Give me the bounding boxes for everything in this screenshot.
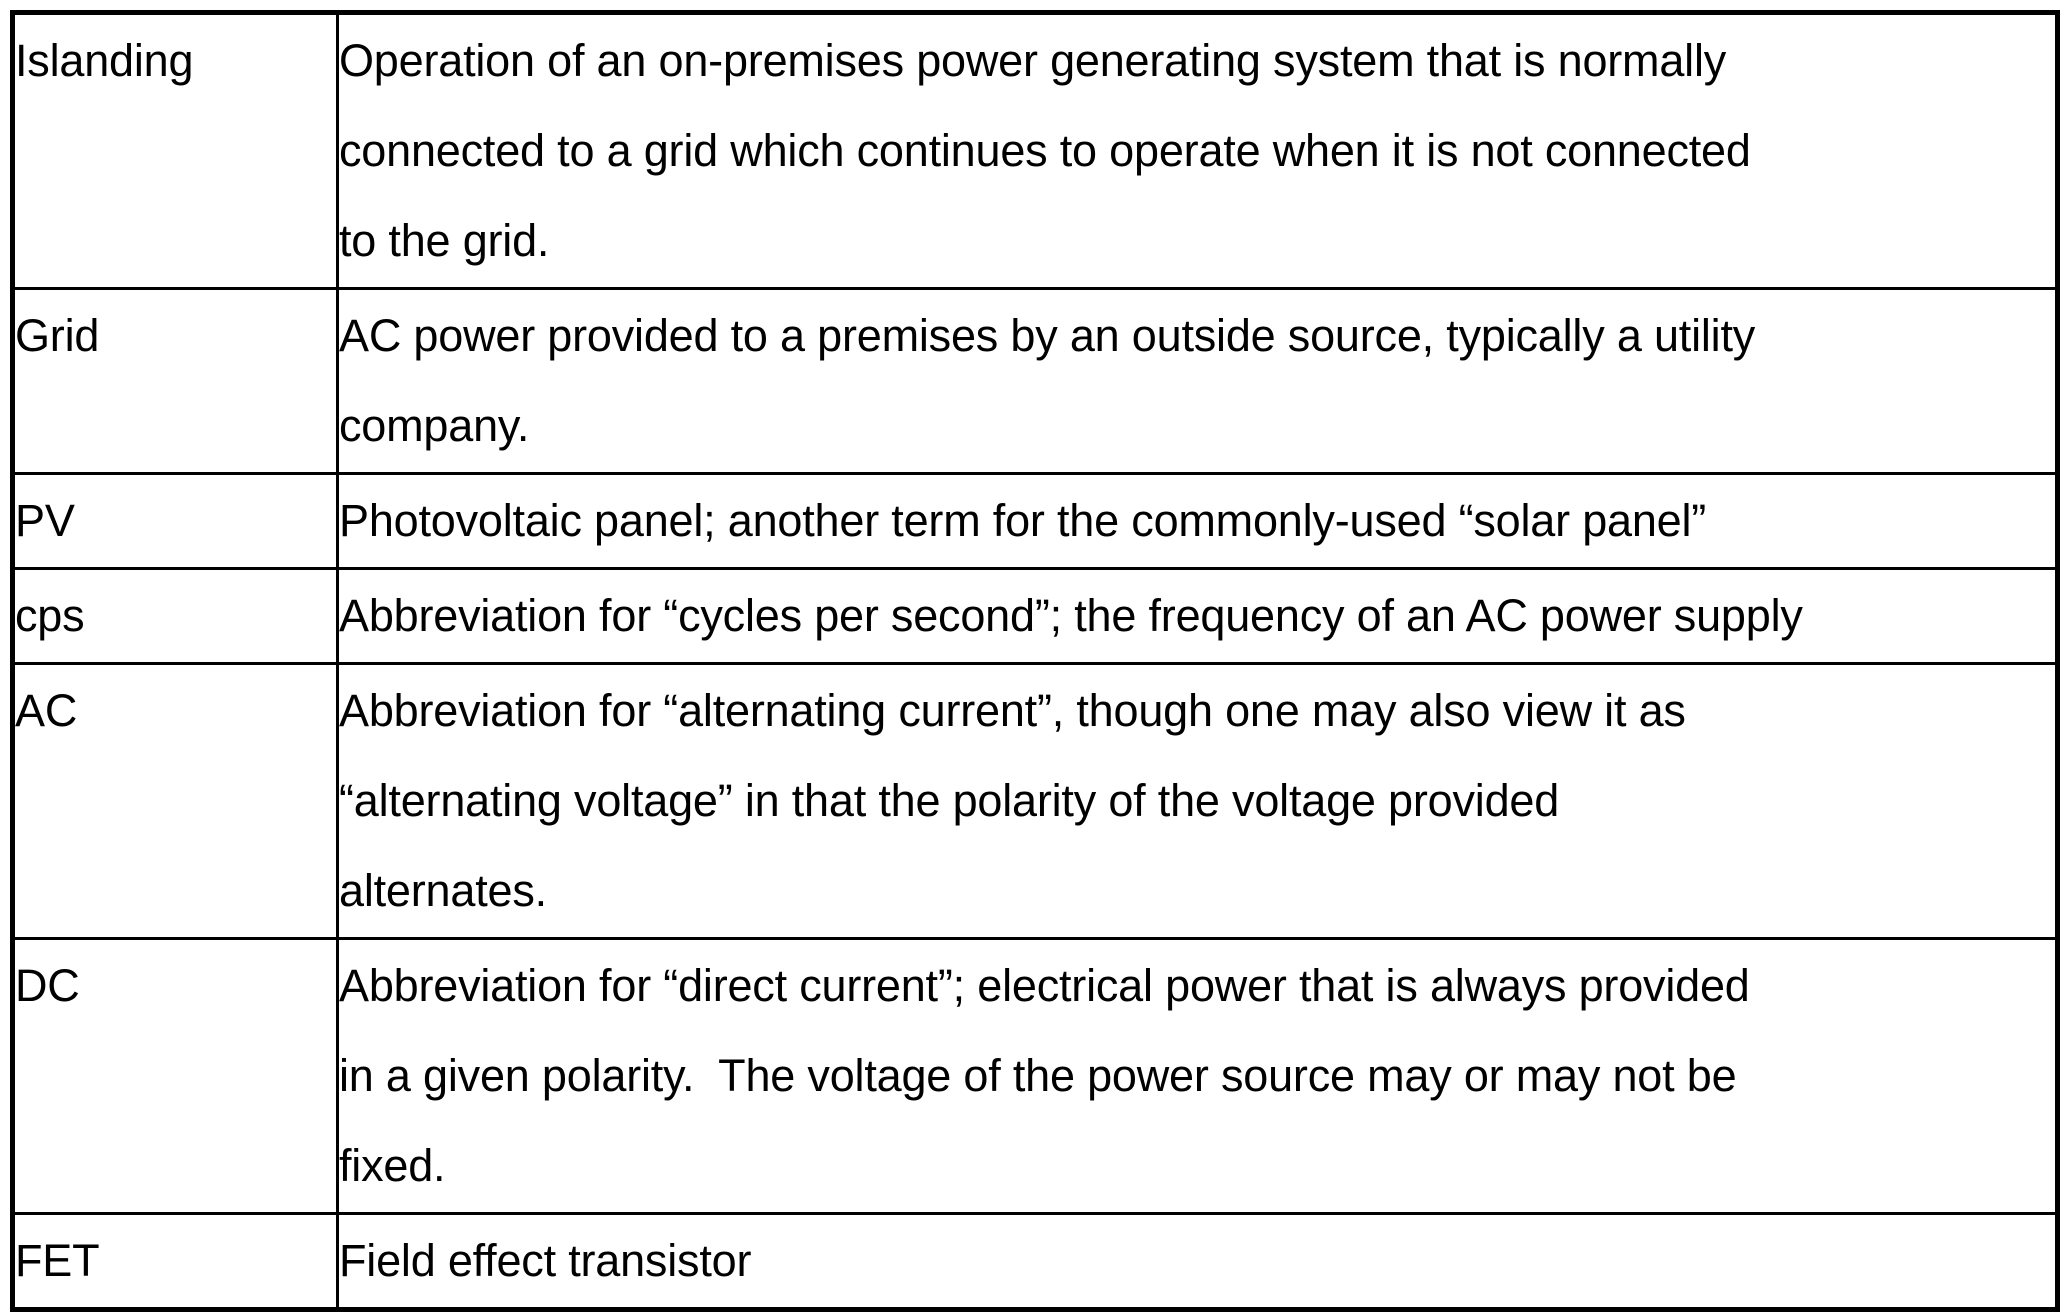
table-row: cps Abbreviation for “cycles per second”… [11,567,2059,665]
table-row: DC Abbreviation for “direct current”; el… [11,937,2059,1215]
table-row: Grid AC power provided to a premises by … [11,287,2059,475]
definition-cell: Field effect transistor [336,1212,2059,1311]
table-row: FET Field effect transistor [11,1212,2059,1311]
table-row: Islanding Operation of an on-premises po… [11,11,2059,290]
term-cell: AC [11,662,339,940]
definition-cell: Abbreviation for “direct current”; elect… [336,937,2059,1215]
definition-cell: Photovoltaic panel; another term for the… [336,472,2059,570]
glossary-table: Islanding Operation of an on-premises po… [10,10,2060,1312]
term-cell: FET [11,1212,339,1311]
definition-cell: Operation of an on-premises power genera… [336,11,2059,290]
table-row: PV Photovoltaic panel; another term for … [11,472,2059,570]
term-cell: cps [11,567,339,665]
term-cell: Islanding [11,11,339,290]
term-cell: PV [11,472,339,570]
table-row: AC Abbreviation for “alternating current… [11,662,2059,940]
definition-cell: Abbreviation for “cycles per second”; th… [336,567,2059,665]
definition-cell: Abbreviation for “alternating current”, … [336,662,2059,940]
definition-cell: AC power provided to a premises by an ou… [336,287,2059,475]
term-cell: Grid [11,287,339,475]
term-cell: DC [11,937,339,1215]
